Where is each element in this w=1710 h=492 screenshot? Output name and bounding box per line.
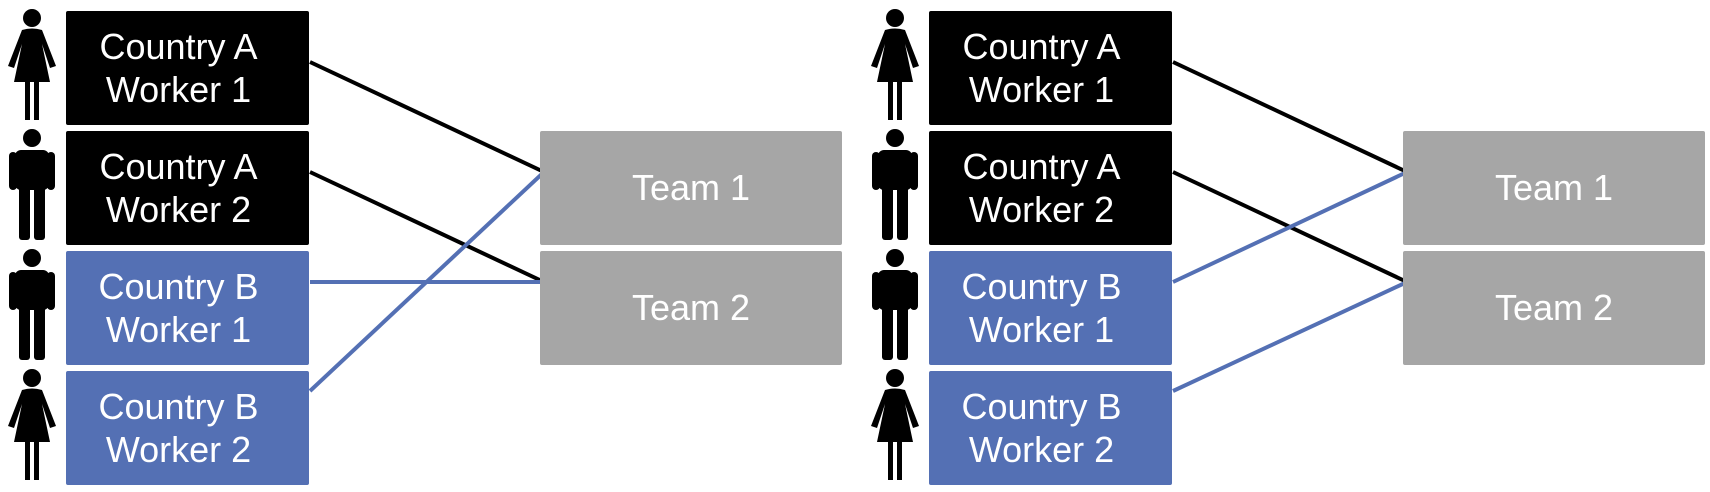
worker-box-country-a-worker-2: Country A Worker 2 (929, 131, 1172, 245)
worker-box-country-b-worker-2: Country B Worker 2 (929, 371, 1172, 485)
worker-line1: Country B (961, 266, 1122, 307)
worker-box-country-a-worker-1: Country A Worker 1 (929, 11, 1172, 125)
worker-line2: Worker 1 (968, 69, 1115, 110)
worker-line2: Worker 2 (968, 189, 1115, 230)
female-person-icon (867, 368, 923, 484)
male-person-icon (867, 248, 923, 364)
worker-line1: Country B (98, 386, 259, 427)
worker-box-country-a-worker-1: Country A Worker 1 (66, 11, 309, 125)
female-person-icon (867, 8, 923, 124)
team-box-1: Team 1 (540, 131, 842, 245)
male-person-icon (867, 128, 923, 244)
team-box-1: Team 1 (1403, 131, 1705, 245)
assignment-diagram-left: Country A Worker 1 Country A Worker 2 Co… (4, 8, 842, 485)
connector-line-worker-3-team-1 (1172, 170, 1408, 284)
worker-line2: Worker 2 (105, 429, 252, 470)
team-box-2: Team 2 (540, 251, 842, 365)
worker-line2: Worker 2 (105, 189, 252, 230)
worker-line2: Worker 1 (105, 69, 252, 110)
male-person-icon (4, 248, 60, 364)
worker-box-country-b-worker-1: Country B Worker 1 (66, 251, 309, 365)
worker-line1: Country A (99, 26, 258, 67)
worker-line1: Country B (961, 386, 1122, 427)
worker-line1: Country A (962, 26, 1121, 67)
connector-line-worker-1-team-1 (1172, 60, 1408, 174)
worker-line2: Worker 1 (968, 309, 1115, 350)
connector-line-worker-4-team-2 (1172, 280, 1408, 393)
worker-line1: Country A (962, 146, 1121, 187)
connector-line-worker-1-team-1 (309, 60, 545, 174)
female-person-icon (4, 368, 60, 484)
connector-lines-left (308, 60, 546, 393)
team-box-2: Team 2 (1403, 251, 1705, 365)
female-person-icon (4, 8, 60, 124)
worker-line1: Country B (98, 266, 259, 307)
team-label: Team 1 (631, 167, 751, 208)
worker-line1: Country A (99, 146, 258, 187)
worker-line2: Worker 2 (968, 429, 1115, 470)
team-label: Team 2 (1494, 287, 1614, 328)
worker-box-country-a-worker-2: Country A Worker 2 (66, 131, 309, 245)
connector-line-worker-4-team-1 (308, 170, 546, 393)
connector-lines-right (1172, 60, 1408, 393)
team-label: Team 2 (631, 287, 751, 328)
team-label: Team 1 (1494, 167, 1614, 208)
connector-line-worker-2-team-2 (309, 170, 545, 284)
male-person-icon (4, 128, 60, 244)
worker-line2: Worker 1 (105, 309, 252, 350)
worker-box-country-b-worker-1: Country B Worker 1 (929, 251, 1172, 365)
assignment-diagram-right: Country A Worker 1 Country A Worker 2 Co… (863, 0, 1710, 492)
worker-box-country-b-worker-2: Country B Worker 2 (66, 371, 309, 485)
